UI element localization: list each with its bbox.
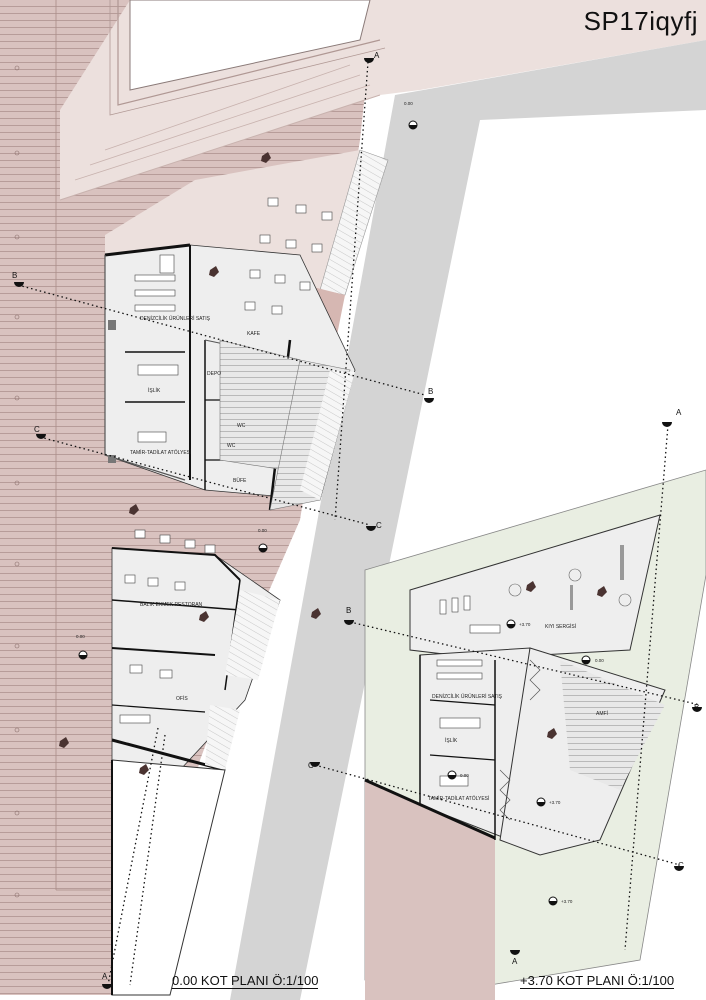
- room-label-wc-2: WC: [227, 443, 236, 449]
- section-lines: [17, 61, 701, 986]
- level-discs: [78, 120, 591, 906]
- road-strip: [230, 40, 706, 1000]
- section-mark-a2-bottom: A: [512, 957, 518, 966]
- section-mark-a-top: A: [374, 51, 380, 60]
- top-building-void: [129, 0, 371, 91]
- cafe-tables: [244, 197, 333, 315]
- level-label-8: +3.70: [561, 899, 573, 904]
- room-label-islik-2: İŞLİK: [445, 737, 458, 744]
- sheet-code: SP17iqyfj: [583, 6, 698, 36]
- upper-furniture: [436, 595, 501, 787]
- section-mark-c2-left: C: [308, 761, 314, 770]
- level-label-5: 0.00: [595, 658, 604, 663]
- room-label-denizcilik-2: DENİZCİLİK ÜRÜNLERİ SATIŞ: [432, 693, 503, 700]
- room-label-ofis: OFİS: [176, 695, 188, 702]
- section-mark-b-right: B: [428, 387, 433, 396]
- plan-title-upper: +3.70 KOT PLANI Ö:1/100: [520, 973, 675, 989]
- deck-edge-strip: [18, 0, 66, 890]
- room-label-wc-1: WC: [237, 423, 246, 429]
- level-label-6: 0.00: [460, 773, 469, 778]
- room-label-kiyi-sergisi: KIYI SERGİSİ: [545, 623, 576, 630]
- section-mark-a2-top: A: [676, 408, 682, 417]
- room-label-tamir-2: TAMİR-TADİLAT ATÖLYESİ: [428, 795, 489, 802]
- room-label-balik-ekmek: BALIK EKMEK RESTORAN: [140, 602, 203, 608]
- level-label-7: +3.70: [549, 800, 561, 805]
- level-label-1: 0.00: [404, 101, 413, 106]
- section-mark-c-right: C: [376, 521, 382, 530]
- room-label-tamir-1: TAMİR-TADİLAT ATÖLYESİ: [130, 449, 191, 456]
- room-label-kafe: KAFE: [247, 331, 261, 337]
- section-mark-b2-left: B: [346, 606, 351, 615]
- section-arrows: [14, 58, 702, 989]
- level-label-2: 0.00: [258, 528, 267, 533]
- room-label-denizcilik-1: DENİZCİLİK ÜRÜNLERİ SATIŞ: [140, 315, 211, 322]
- level-label-3: 0.00: [76, 634, 85, 639]
- room-label-islik-1: İŞLİK: [148, 387, 161, 394]
- deck-bollards: [14, 65, 20, 898]
- room-label-depo: DEPO: [207, 371, 221, 377]
- plan-title-ground: 0.00 KOT PLANI Ö:1/100: [172, 973, 319, 989]
- section-mark-c2-right: C: [678, 861, 684, 870]
- room-label-amfi: AMFİ: [596, 710, 608, 717]
- upper-deck: [365, 780, 495, 1000]
- room-label-bufe: BÜFE: [233, 477, 247, 484]
- section-mark-c-left: C: [34, 425, 40, 434]
- restaurant-tables: [119, 529, 216, 724]
- tree-symbols: [59, 152, 607, 775]
- section-mark-b-left: B: [12, 271, 17, 280]
- level-label-4: +3.70: [519, 622, 531, 627]
- section-mark-b2-right: B: [694, 703, 699, 712]
- section-mark-a-bottom: A: [102, 972, 108, 981]
